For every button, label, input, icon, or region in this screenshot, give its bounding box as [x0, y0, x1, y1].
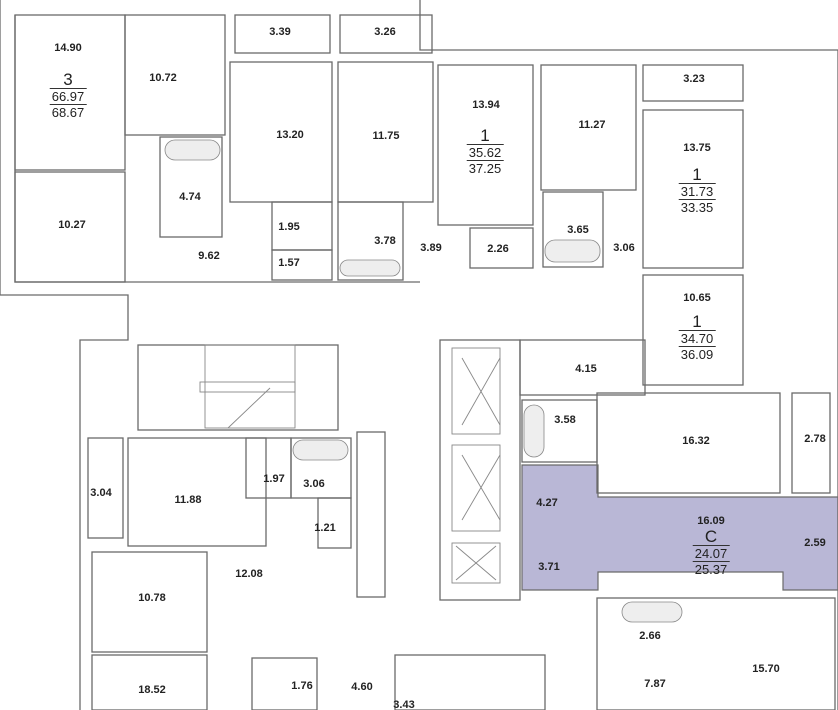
room-area-label: 3.43 — [393, 699, 415, 710]
room-area-label: 4.27 — [536, 497, 558, 509]
room-area-label: 14.90 — [54, 42, 82, 54]
room-area-label: 2.78 — [804, 433, 826, 445]
room-area-label: 11.27 — [578, 119, 606, 131]
apartment-type: 1 — [692, 312, 702, 331]
room-area-label: 3.04 — [90, 487, 112, 499]
apartment-type: С — [704, 527, 718, 546]
room-area-label: 3.89 — [420, 242, 442, 254]
room-area-label: 3.06 — [613, 242, 635, 254]
room-area-label: 4.15 — [575, 363, 597, 375]
room-area-label: 7.87 — [644, 678, 666, 690]
room-area-label: 10.27 — [58, 219, 86, 231]
room-area-label: 3.65 — [567, 224, 589, 236]
room-area-label: 3.06 — [303, 478, 325, 490]
room-area-label: 2.26 — [487, 243, 509, 255]
room-area-label: 10.72 — [149, 72, 177, 84]
apartment-type: 1 — [480, 126, 490, 145]
room-area-label: 16.09 — [697, 515, 725, 527]
room-area-label: 10.78 — [138, 592, 166, 604]
room-area-label: 3.26 — [374, 26, 396, 38]
room-area-label: 4.60 — [351, 681, 373, 693]
total-area: 36.09 — [678, 346, 716, 362]
room-area-label: 1.21 — [314, 522, 336, 534]
room-area-label: 13.20 — [276, 129, 304, 141]
apartment-label-highlighted: С 24.07 25.37 — [692, 527, 730, 577]
living-area: 24.07 — [692, 545, 730, 561]
total-area: 68.67 — [49, 104, 87, 120]
room-area-label: 10.65 — [683, 292, 711, 304]
total-area: 25.37 — [692, 561, 730, 577]
living-area: 34.70 — [678, 330, 716, 346]
room-area-label: 1.57 — [278, 257, 300, 269]
room-area-label: 13.75 — [683, 142, 711, 154]
apartment-type: 3 — [63, 70, 73, 89]
total-area: 37.25 — [466, 160, 504, 176]
room-area-label: 3.39 — [269, 26, 291, 38]
room-area-label: 15.70 — [752, 663, 780, 675]
apartment-label: 1 31.73 33.35 — [678, 165, 716, 215]
room-area-label: 11.75 — [372, 130, 400, 142]
apartment-label: 1 35.62 37.25 — [466, 126, 504, 176]
room-area-label: 3.78 — [374, 235, 396, 247]
room-area-label: 1.95 — [278, 221, 300, 233]
room-area-label: 9.62 — [198, 250, 220, 262]
living-area: 66.97 — [49, 88, 87, 104]
apartment-label: 1 34.70 36.09 — [678, 312, 716, 362]
room-area-label: 1.97 — [263, 473, 285, 485]
total-area: 33.35 — [678, 199, 716, 215]
room-area-label: 3.71 — [538, 561, 560, 573]
living-area: 31.73 — [678, 183, 716, 199]
room-area-label: 13.94 — [472, 99, 500, 111]
room-area-label: 2.66 — [639, 630, 661, 642]
room-area-label: 1.76 — [291, 680, 313, 692]
room-area-label: 12.08 — [235, 568, 263, 580]
room-area-label: 3.58 — [554, 414, 576, 426]
living-area: 35.62 — [466, 144, 504, 160]
apartment-type: 1 — [692, 165, 702, 184]
room-area-label: 18.52 — [138, 684, 166, 696]
room-area-label: 3.23 — [683, 73, 705, 85]
room-area-label: 4.74 — [179, 191, 201, 203]
room-area-label: 11.88 — [174, 494, 202, 506]
apartment-label: 3 66.97 68.67 — [49, 70, 87, 120]
room-area-label: 16.32 — [682, 435, 710, 447]
highlighted-apartment-studio — [521, 464, 838, 591]
room-area-label: 2.59 — [804, 537, 826, 549]
